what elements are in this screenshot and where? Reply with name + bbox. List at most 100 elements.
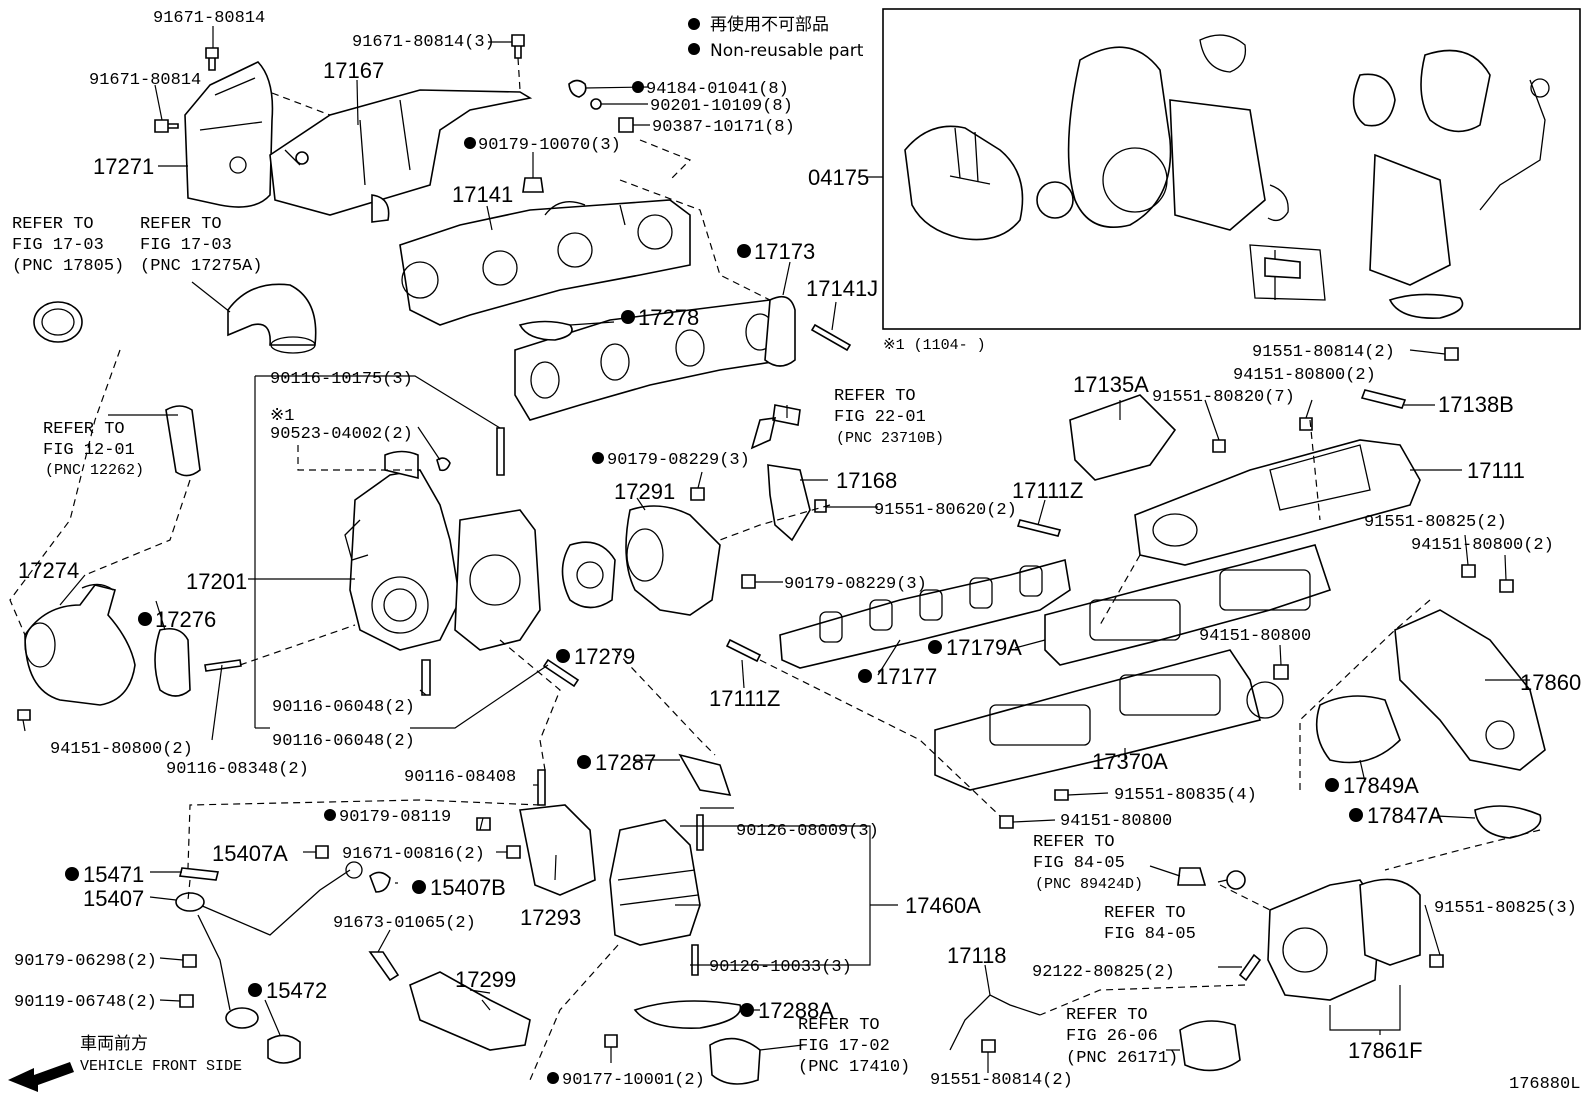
kit-gasket-flange	[1352, 73, 1396, 127]
hose-17275a	[227, 283, 317, 354]
gasket-17278	[514, 299, 791, 421]
label-91551-80835: 91551-80835(4)	[1114, 786, 1257, 805]
label-17279: 17279	[574, 644, 635, 669]
exhaust-pipe-17460a	[609, 819, 701, 946]
bolt-91671-80814-3	[511, 34, 525, 59]
gasket-17173	[764, 295, 796, 367]
nut-90179-08229-a	[690, 487, 705, 501]
kit-note: ※1 (1104- )	[883, 337, 986, 354]
turbocharger-17201	[344, 450, 541, 651]
label-90177-10001: 90177-10001(2)	[562, 1071, 705, 1090]
label-15472: 15472	[266, 978, 327, 1003]
stud-90116-08348	[204, 659, 242, 672]
clip-90523-04002	[436, 457, 451, 472]
label-17173: 17173	[754, 239, 815, 264]
refer-26171-line2: FIG 26-06	[1066, 1027, 1158, 1046]
bracket-17287	[678, 753, 732, 797]
label-90201-10109: 90201-10109(8)	[650, 97, 793, 116]
label-17276: 17276	[155, 607, 216, 632]
label-91551-80814-2: 91551-80814(2)	[1252, 343, 1395, 362]
stud-17141j	[810, 323, 852, 352]
label-17861f: 17861F	[1348, 1038, 1423, 1063]
refer-89424d-line1: REFER TO	[1033, 833, 1115, 852]
front-arrow-icon	[8, 1062, 74, 1092]
refer-17410-line2: FIG 17-02	[798, 1037, 890, 1056]
label-91673-01065: 91673-01065(2)	[333, 914, 476, 933]
non-reusable-marker	[737, 244, 751, 258]
refer-23710b-line3: (PNC 23710B)	[836, 430, 944, 447]
non-reusable-marker	[740, 1003, 754, 1017]
sensor-89424d	[1177, 867, 1207, 886]
label-94151-80800-2: 94151-80800(2)	[1233, 366, 1376, 385]
refer-84-05-line2: FIG 84-05	[1104, 925, 1196, 944]
nut-94184-01041	[568, 79, 587, 98]
label-15407a: 15407A	[212, 841, 288, 866]
nut-90179-10070	[522, 177, 544, 193]
label-94151-80800-2: 94151-80800(2)	[50, 740, 193, 759]
nut-94151-80800-left	[17, 709, 31, 721]
non-reusable-marker	[324, 809, 336, 821]
gasket-15471	[179, 867, 219, 881]
gasket-17276	[154, 627, 191, 697]
label-90387-10171: 90387-10171(8)	[652, 118, 795, 137]
front-side-english: VEHICLE FRONT SIDE	[80, 1058, 242, 1075]
kit-turbocharger-outline	[1067, 46, 1172, 229]
label-17291: 17291	[614, 479, 675, 504]
refer-17410-line1: REFER TO	[798, 1016, 880, 1035]
oil-pipe-15407	[175, 861, 363, 1029]
refer-17275a-line2: FIG 17-03	[140, 236, 232, 255]
collar-90387-10171	[618, 117, 634, 133]
gasket-17279	[561, 541, 616, 609]
stud-90116-10175	[496, 427, 505, 476]
bracket-17293	[519, 804, 596, 896]
gasket-17847a	[1474, 805, 1542, 839]
label-17293: 17293	[520, 905, 581, 930]
label-17168: 17168	[836, 468, 897, 493]
label-17141j: 17141J	[806, 276, 878, 301]
label-17460a: 17460A	[905, 893, 981, 918]
sensor-23710b	[750, 404, 801, 450]
label-91551-80825-3: 91551-80825(3)	[1434, 899, 1577, 918]
label-17201: 17201	[186, 569, 247, 594]
washer-90201-10109	[590, 98, 602, 110]
label-90116-08408: 90116-08408	[404, 768, 516, 787]
gasket-15472	[267, 1034, 301, 1064]
label-17111z: 17111Z	[709, 686, 780, 711]
stud-17111z-a	[1016, 519, 1062, 537]
intake-manifold-17370a	[934, 649, 1284, 791]
label-94184-01041: 94184-01041(8)	[646, 80, 789, 99]
gasket-15407b	[369, 871, 391, 893]
label-90119-06748: 90119-06748(2)	[14, 993, 157, 1012]
legend-english: Non-reusable part	[710, 41, 864, 61]
label-17860: 17860	[1520, 670, 1581, 695]
label-17135a: 17135A	[1073, 372, 1149, 397]
label-17179a: 17179A	[946, 635, 1022, 660]
label-17370a: 17370A	[1092, 749, 1168, 774]
label-15407b: 15407B	[430, 875, 506, 900]
refer-26171-line3: (PNC 26171)	[1066, 1049, 1178, 1068]
non-reusable-marker	[688, 43, 700, 55]
refer-23710b-line1: REFER TO	[834, 387, 916, 406]
bolt-91551-80814-top	[1444, 347, 1459, 361]
nut-90177-10001	[604, 1034, 618, 1048]
label-90179-08119: 90179-08119	[339, 808, 451, 827]
kit-gasket-oval	[1388, 293, 1464, 319]
label-17849a: 17849A	[1343, 773, 1419, 798]
exhaust-elbow-17291	[625, 505, 721, 616]
nut-90179-08119	[476, 817, 491, 831]
non-reusable-marker	[65, 867, 79, 881]
label-91551-80620: 91551-80620(2)	[874, 501, 1017, 520]
label-92122-80825: 92122-80825(2)	[1032, 963, 1175, 982]
clamp-17805	[33, 301, 83, 343]
label-90126-10033: 90126-10033(3)	[709, 958, 852, 977]
refer-89424d-line2: FIG 84-05	[1033, 854, 1125, 873]
nut-90179-08229-b	[741, 574, 756, 589]
label-17111z: 17111Z	[1012, 478, 1083, 503]
refer-17805-line3: (PNC 17805)	[12, 257, 124, 276]
label-17111: 17111	[1467, 458, 1525, 483]
non-reusable-marker	[412, 880, 426, 894]
refer-12262-line3: (PNC 12262)	[45, 462, 144, 479]
refer-17805-line1: REFER TO	[12, 215, 94, 234]
label-15471: 15471	[83, 862, 144, 887]
